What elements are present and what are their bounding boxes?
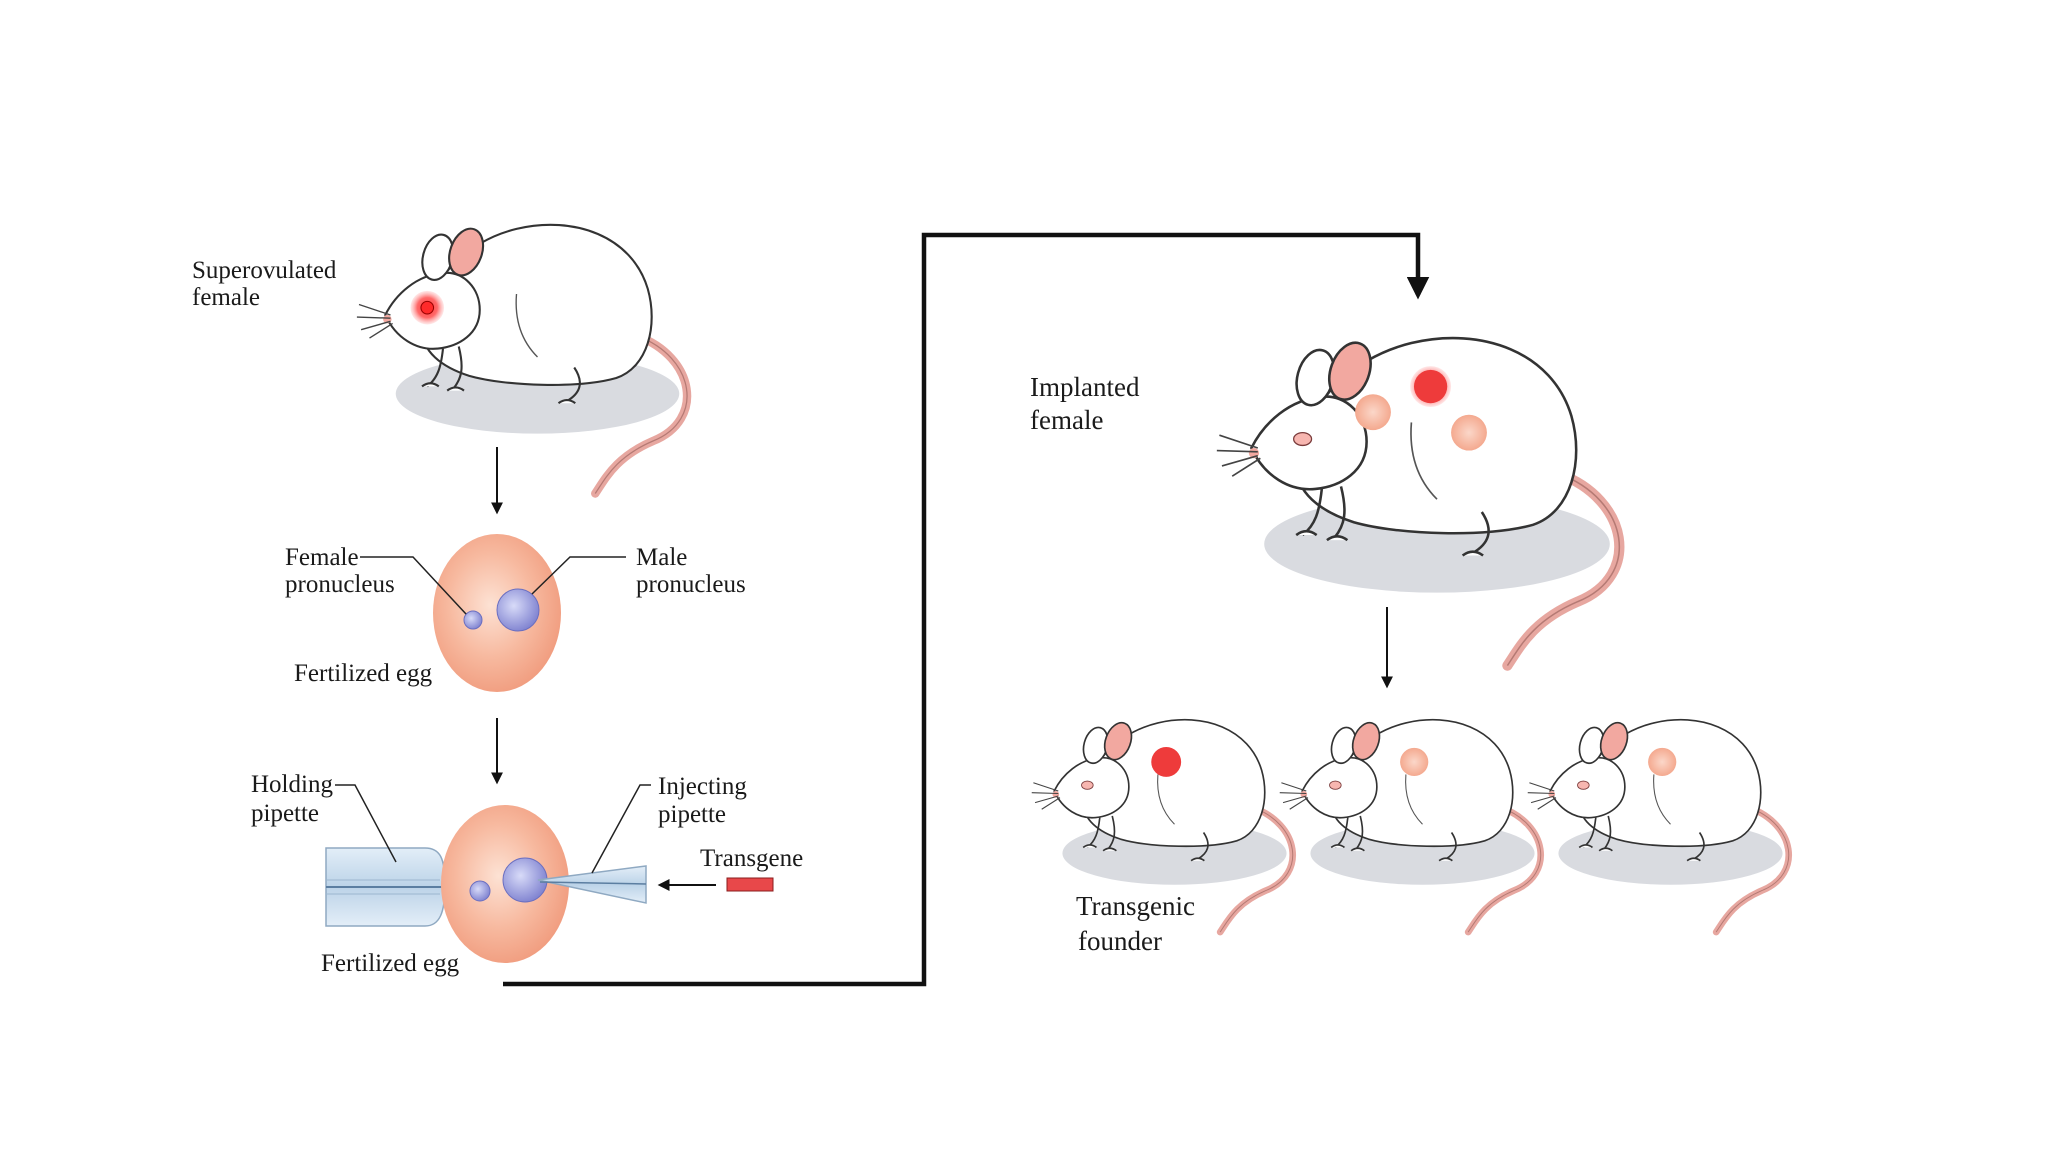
implanted-female-label-line2: female	[1030, 405, 1103, 435]
male-pronucleus-label-line1: Male	[636, 544, 687, 571]
fertilized-egg-top-label: Fertilized egg	[294, 660, 433, 687]
transgene-dna	[726, 877, 774, 892]
implant-connector-arrow	[503, 232, 1430, 987]
fertilized-egg-bottom	[441, 805, 569, 963]
fertilized-egg-bottom-label: Fertilized egg	[321, 950, 460, 977]
transgenic-founder-mouse	[1032, 719, 1293, 932]
implanted-female-label-line1: Implanted	[1030, 372, 1140, 402]
holding-pipette-label-line1: Holding	[251, 771, 333, 798]
holding-pipette-label-line2: pipette	[251, 800, 319, 827]
offspring-mouse-2	[1280, 719, 1541, 932]
holding-pipette-leader	[335, 784, 397, 863]
superovulated-female-mouse	[357, 224, 687, 494]
superovulated-label-line1: Superovulated	[192, 257, 337, 284]
male-pronucleus	[496, 588, 540, 632]
transgene-label: Transgene	[700, 845, 803, 872]
female-pronucleus-label-line1: Female	[285, 544, 359, 571]
holding-pipette	[325, 847, 446, 927]
male-pronucleus-leader	[531, 556, 626, 595]
transgenic-founder-label-line1: Transgenic	[1076, 891, 1195, 921]
female-pronucleus-leader	[360, 556, 467, 615]
transgenic-founder-label-line2: founder	[1078, 926, 1162, 956]
superovulated-label-line2: female	[192, 284, 260, 311]
female-pronucleus-label-line2: pronucleus	[285, 571, 395, 598]
male-pronucleus-label-line2: pronucleus	[636, 571, 746, 598]
offspring-mouse-3	[1528, 719, 1789, 932]
implanted-female-mouse	[1217, 337, 1619, 666]
fertilized-egg-top	[433, 534, 561, 692]
female-pronucleus	[463, 610, 483, 630]
injecting-pipette-leader	[591, 784, 651, 874]
injecting-pipette-label-line2: pipette	[658, 801, 726, 828]
injecting-pipette-label-line1: Injecting	[658, 773, 747, 800]
